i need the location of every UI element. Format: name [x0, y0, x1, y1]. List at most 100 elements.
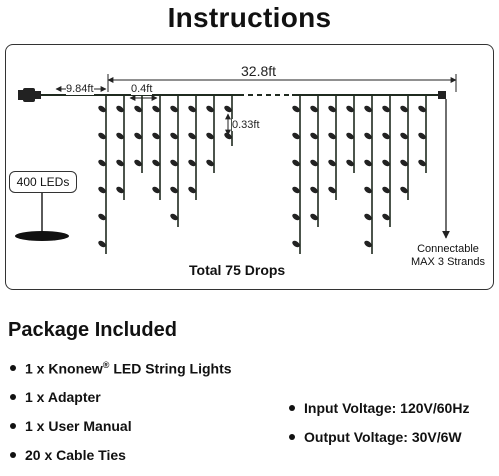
led-bulb-icon — [310, 159, 318, 167]
package-item-suffix: LED String Lights — [109, 360, 232, 377]
led-bulb-icon — [346, 159, 354, 167]
end-connector — [438, 91, 446, 99]
package-item-text: 1 x Knonew® LED String Lights — [25, 360, 232, 377]
led-bulb-icon — [328, 186, 336, 194]
led-bulb-icon — [98, 105, 106, 113]
input-voltage: Input Voltage: 120V/60Hz — [304, 400, 470, 416]
led-bulb-icon — [188, 105, 196, 113]
led-bulb-icon — [364, 186, 372, 194]
led-bulb-icon — [98, 240, 106, 248]
led-bulb-icon — [170, 186, 178, 194]
led-bulb-icon — [328, 132, 336, 140]
package-item-text: 1 x Adapter — [25, 389, 101, 405]
led-bulb-icon — [152, 159, 160, 167]
led-bulb-icon — [346, 132, 354, 140]
led-bulb-icon — [418, 159, 426, 167]
led-bulb-icon — [98, 159, 106, 167]
total-drops-label: Total 75 Drops — [189, 262, 286, 278]
led-bulb-icon — [98, 132, 106, 140]
led-bulb-icon — [206, 132, 214, 140]
led-bulb-icon — [292, 240, 300, 248]
led-bulb-icon — [328, 105, 336, 113]
led-bulb-icon — [400, 186, 408, 194]
led-bulb-icon — [292, 159, 300, 167]
package-item: 1 x User Manual — [8, 418, 232, 447]
led-bulb-icon — [418, 105, 426, 113]
connectable-line-2: MAX 3 Strands — [411, 256, 485, 268]
output-voltage: Output Voltage: 30V/6W — [304, 429, 462, 445]
led-bulb-icon — [400, 132, 408, 140]
led-bulb-icon — [188, 159, 196, 167]
led-bulb-icon — [364, 105, 372, 113]
led-bulb-icon — [116, 186, 124, 194]
led-bulb-icon — [188, 132, 196, 140]
led-bulb-icon — [382, 213, 390, 221]
led-bulb-icon — [346, 105, 354, 113]
led-bulb-icon — [292, 186, 300, 194]
package-item: 1 x Knonew® LED String Lights — [8, 360, 232, 389]
led-bulb-icon — [292, 132, 300, 140]
led-bulb-icon — [170, 132, 178, 140]
package-item-text: 1 x User Manual — [25, 418, 132, 434]
led-bulb-icon — [170, 105, 178, 113]
led-bulb-icon — [310, 186, 318, 194]
led-bulb-icon — [292, 213, 300, 221]
package-item-text: 20 x Cable Ties — [25, 447, 126, 463]
led-bulb-icon — [382, 105, 390, 113]
led-bulb-icon — [382, 186, 390, 194]
bullet-icon — [10, 452, 16, 458]
drop-spacing-label: 0.4ft — [131, 83, 153, 95]
led-bulb-icon — [206, 105, 214, 113]
bullet-icon — [289, 405, 295, 411]
connectable-line-1: Connectable — [417, 243, 479, 255]
led-bulb-icon — [134, 159, 142, 167]
led-bulb-icon — [364, 240, 372, 248]
led-bulb-icon — [170, 159, 178, 167]
led-bulb-icon — [310, 213, 318, 221]
package-item: 1 x Adapter — [8, 389, 232, 418]
connectable-note: Connectable MAX 3 Strands — [402, 243, 494, 269]
led-bulb-icon — [400, 105, 408, 113]
led-bulb-icon — [224, 132, 232, 140]
package-item-prefix: 1 x Knonew — [25, 360, 103, 377]
led-bulb-icon — [382, 159, 390, 167]
led-bulb-icon — [418, 132, 426, 140]
led-bulb-icon — [188, 186, 196, 194]
led-bulb-icon — [152, 132, 160, 140]
icicle-drops — [98, 95, 427, 254]
led-bulb-icon — [400, 159, 408, 167]
led-bulb-icon — [364, 159, 372, 167]
spec-item: Output Voltage: 30V/6W — [287, 429, 469, 458]
page-title: Instructions — [167, 2, 332, 33]
package-item: 20 x Cable Ties — [8, 447, 232, 476]
icicle-lights-diagram — [15, 74, 457, 254]
led-bulb-icon — [98, 186, 106, 194]
led-bulb-icon — [364, 132, 372, 140]
bullet-icon — [10, 423, 16, 429]
bullet-icon — [10, 365, 16, 371]
led-bulb-icon — [116, 132, 124, 140]
registered-mark: ® — [102, 360, 110, 370]
bullet-icon — [289, 434, 295, 440]
bullet-icon — [10, 394, 16, 400]
package-title: Package Included — [8, 319, 177, 341]
led-bulb-icon — [152, 105, 160, 113]
led-bulb-icon — [310, 132, 318, 140]
led-bulb-icon — [206, 159, 214, 167]
led-bulb-icon — [116, 105, 124, 113]
led-bulb-icon — [328, 159, 336, 167]
led-bulb-icon — [134, 132, 142, 140]
spec-list: Input Voltage: 120V/60Hz Output Voltage:… — [287, 400, 469, 458]
led-bulb-icon — [382, 132, 390, 140]
bulb-spacing-label: 0.33ft — [232, 119, 260, 131]
led-bulb-icon — [310, 105, 318, 113]
led-bulb-icon — [292, 105, 300, 113]
led-bulb-icon — [170, 213, 178, 221]
package-list: 1 x Knonew® LED String Lights 1 x Adapte… — [8, 360, 232, 476]
led-bulb-icon — [152, 186, 160, 194]
led-bulb-icon — [116, 159, 124, 167]
led-bulb-icon — [224, 105, 232, 113]
total-length-label: 32.8ft — [241, 63, 277, 79]
led-count-badge: 400 LEDs — [9, 171, 77, 193]
led-bulb-icon — [134, 105, 142, 113]
